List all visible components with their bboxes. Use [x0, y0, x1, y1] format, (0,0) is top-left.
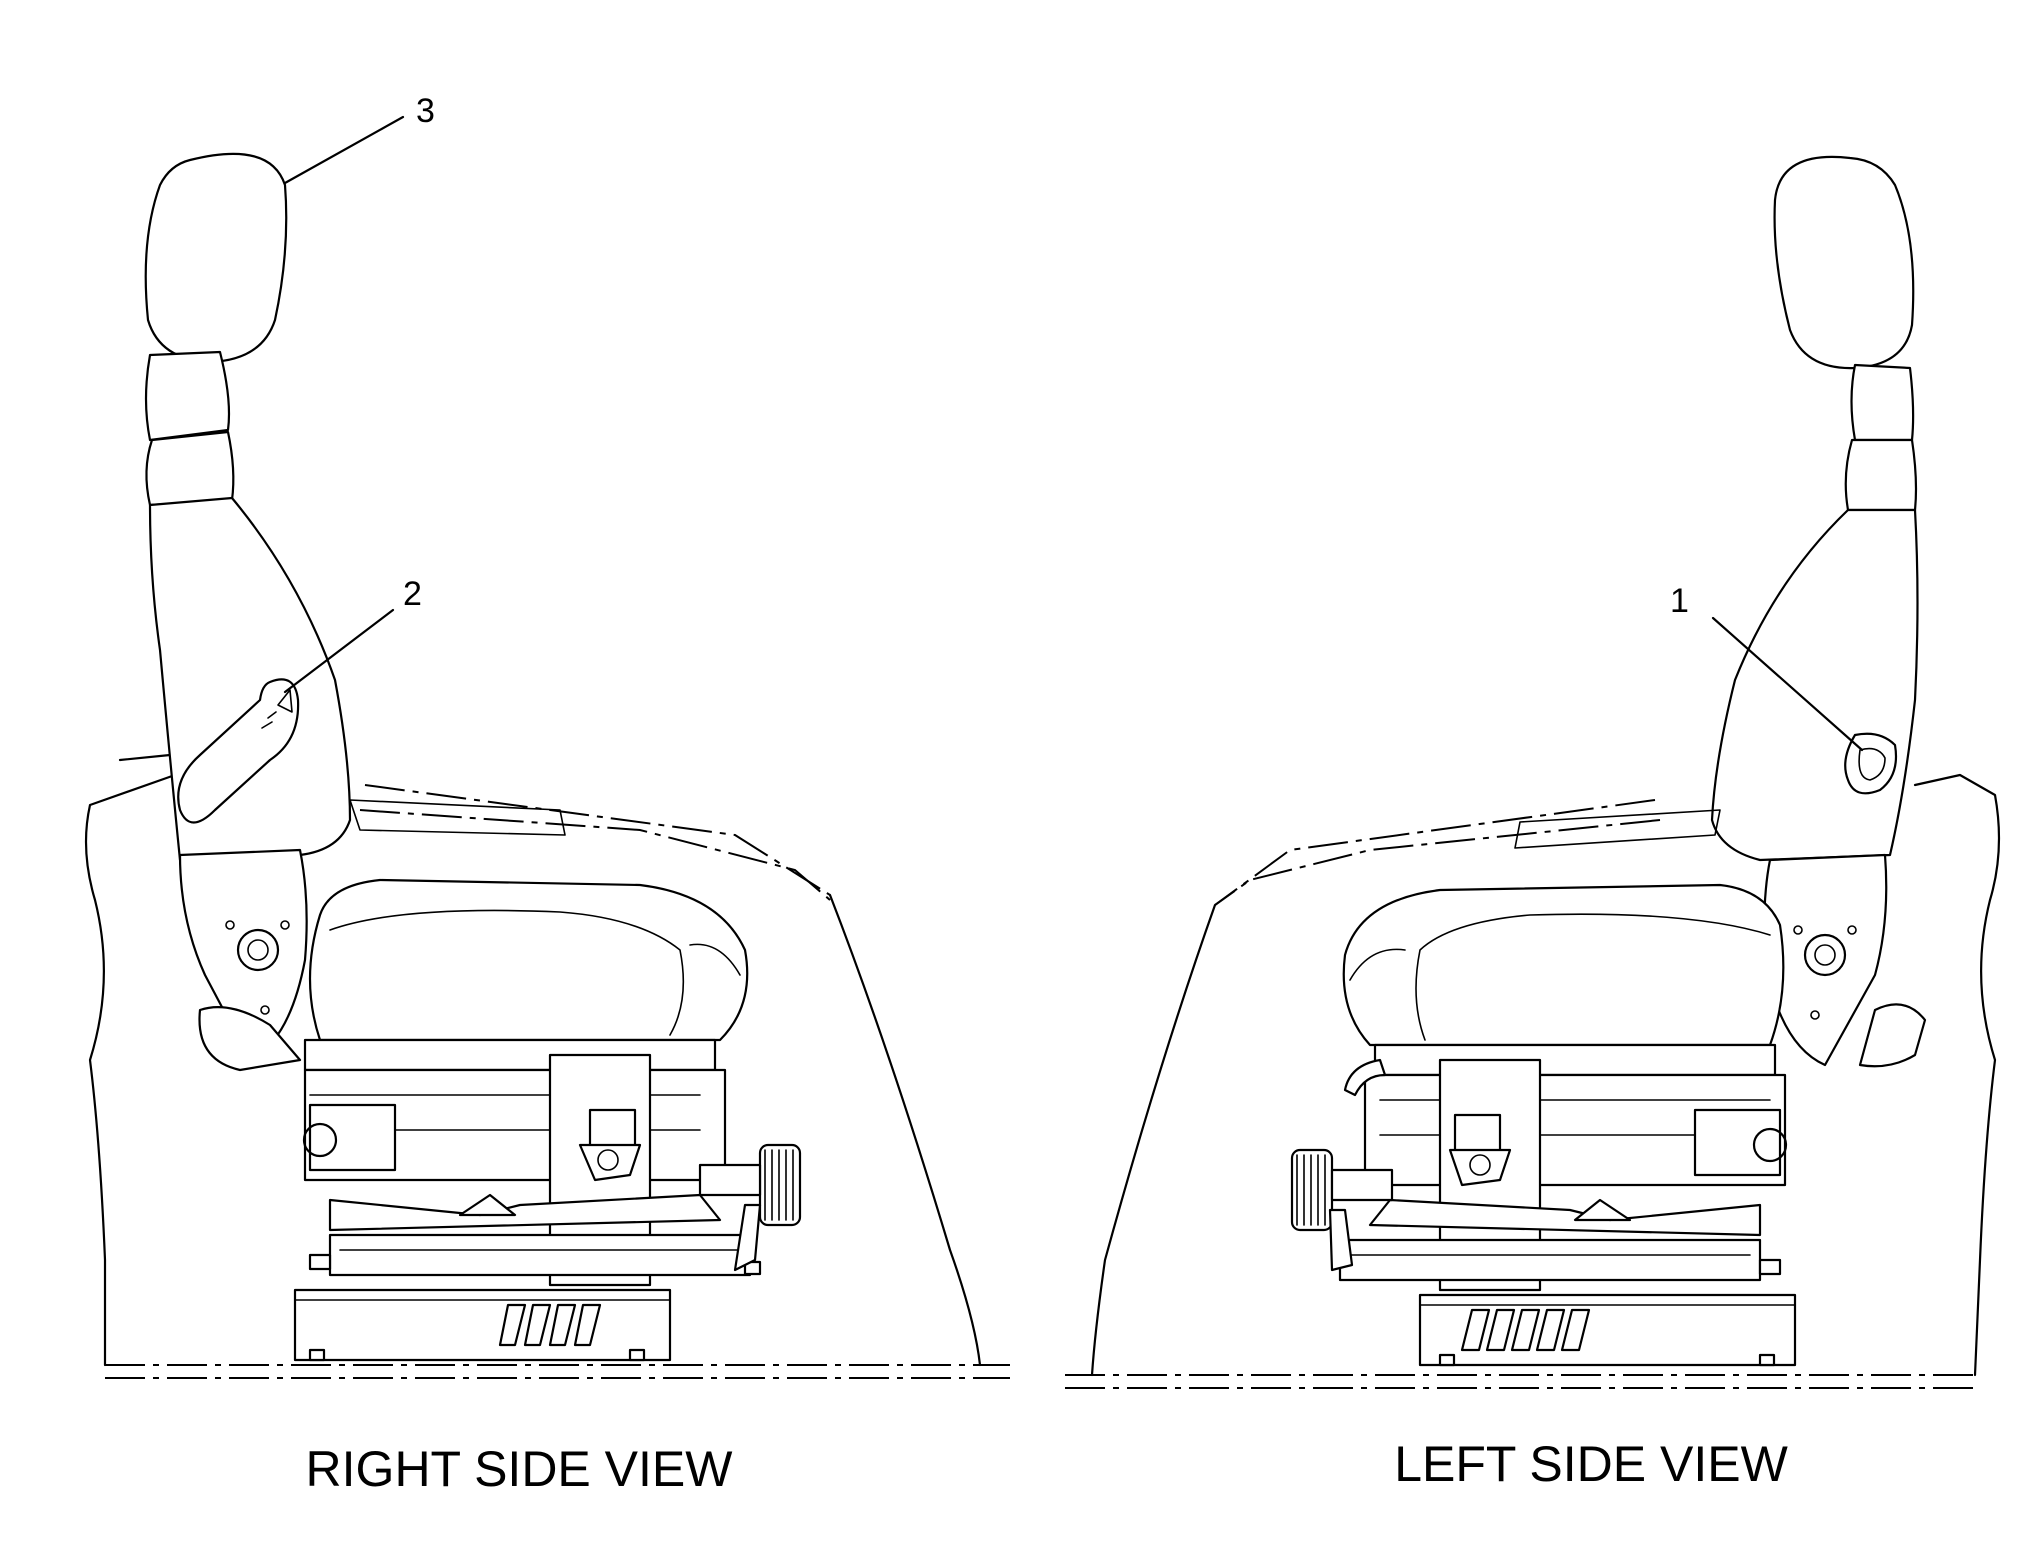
callout-2: 2 — [403, 575, 422, 613]
latch-right — [578, 1143, 642, 1182]
callout-1: 1 — [1670, 582, 1689, 620]
seat-cushion-right — [308, 799, 749, 1042]
recline-handle-left — [1844, 732, 1898, 795]
seat-back-left — [1710, 155, 1927, 1068]
headrest-right — [144, 152, 288, 364]
view-title-right: RIGHT SIDE VIEW — [306, 1441, 734, 1497]
view-title-left: LEFT SIDE VIEW — [1394, 1436, 1788, 1492]
suspension-left — [1290, 1043, 1797, 1367]
cab-outline-left — [1065, 773, 2001, 1389]
right-side-view — [84, 115, 1010, 1379]
leader-line-3 — [283, 115, 405, 185]
backrest-left — [1710, 508, 1919, 862]
base-vents-right — [498, 1303, 602, 1347]
recline-bracket-right — [178, 848, 308, 1062]
base-vents-left — [1460, 1308, 1591, 1352]
callout-3: 3 — [416, 92, 435, 130]
suspension-right — [198, 1006, 802, 1362]
lumbar-lever-right — [177, 678, 300, 824]
seat-cushion-left — [1342, 809, 1785, 1047]
cab-outline-right — [84, 753, 1010, 1379]
headrest-left — [1773, 155, 1915, 370]
adjust-knob-right — [758, 1143, 802, 1227]
left-side-view — [1065, 155, 2001, 1389]
seat-back-right — [144, 152, 352, 1062]
seat-base-right — [293, 1288, 672, 1362]
adjust-knob-left — [1290, 1148, 1334, 1232]
backrest-upper-right — [144, 350, 231, 442]
latch-left — [1448, 1148, 1512, 1187]
leader-line-2 — [283, 608, 395, 694]
leader-line-1 — [1711, 616, 1864, 752]
